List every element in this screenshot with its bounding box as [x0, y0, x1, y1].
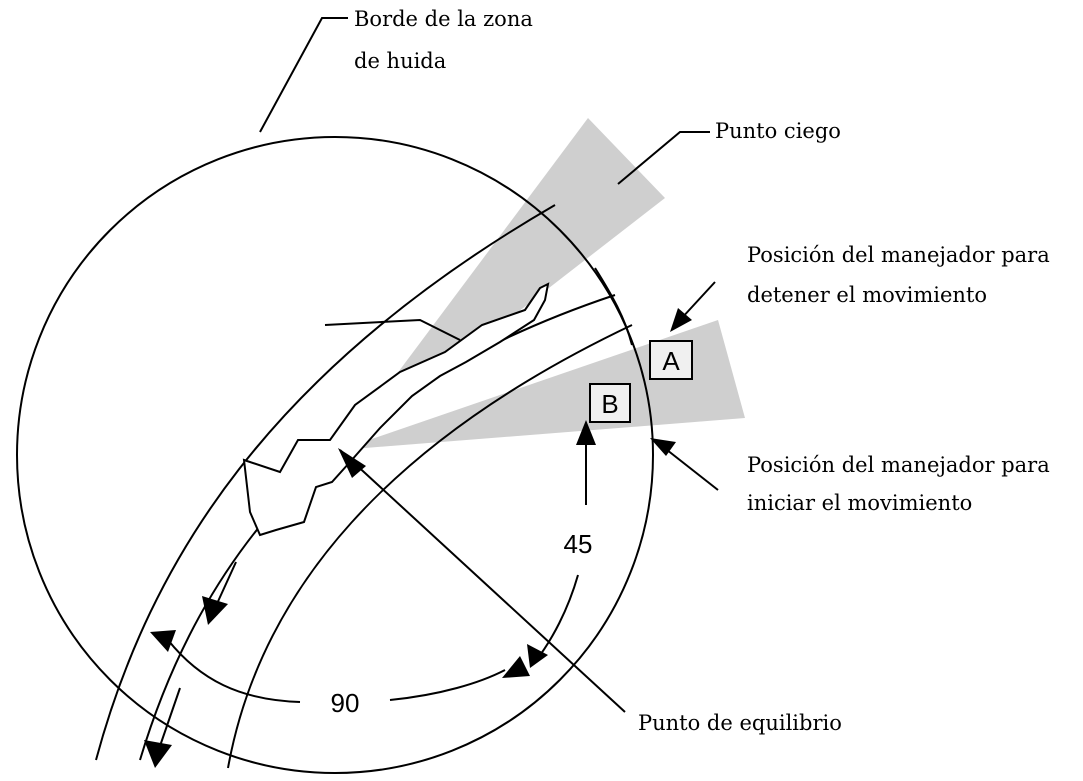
stop-position-label-line1: Posición del manejador para — [747, 243, 1050, 267]
leader-flight-zone — [259, 17, 348, 133]
stop-position-label-line2: detener el movimiento — [747, 283, 987, 307]
leader-start-position — [661, 445, 719, 491]
leader-stop-position-head — [670, 308, 692, 332]
start-position-label-line1: Posición del manejador para — [747, 453, 1050, 477]
angle-45-arrowhead-bottom — [527, 644, 548, 668]
movement-arrow-1-shaft — [214, 561, 237, 609]
angle-90-label: 90 — [331, 688, 360, 718]
handler-arc — [594, 267, 633, 346]
alley-middle-curve — [139, 294, 616, 761]
start-position-label-line2: iniciar el movimiento — [747, 491, 972, 515]
animal-back-line — [324, 318, 461, 341]
balance-point-label: Punto de equilibrio — [638, 711, 842, 735]
movement-arrow-1-head — [202, 596, 228, 625]
handler-wedge — [340, 320, 745, 450]
box-a-label: A — [662, 346, 680, 376]
leader-blind-spot — [617, 131, 710, 185]
movement-arrow-2-shaft — [159, 687, 181, 747]
angle-90-arc-right — [389, 669, 506, 701]
balance-arrow-head-upper — [338, 448, 366, 478]
balance-point-line — [339, 449, 626, 713]
angle-90-arrowhead-right — [502, 656, 530, 678]
angle-45-arrowhead-top — [576, 420, 596, 445]
flight-zone-circle — [16, 136, 654, 774]
angle-45-label: 45 — [564, 529, 593, 559]
animal-outline — [242, 282, 550, 537]
angle-90-arrowhead-left — [150, 630, 176, 652]
movement-arrow-2-head — [144, 740, 172, 768]
blind-spot-label: Punto ciego — [715, 119, 841, 143]
leader-stop-position — [679, 281, 716, 321]
flight-zone-label-line1: Borde de la zona — [354, 7, 533, 31]
leader-start-position-head — [650, 438, 676, 456]
box-b — [589, 383, 631, 423]
angle-90-arc-left — [167, 639, 301, 703]
box-a — [649, 340, 693, 380]
box-b-label: B — [601, 389, 618, 419]
alley-outer-curve — [95, 204, 556, 761]
flight-zone-label-line2: de huida — [354, 49, 446, 73]
